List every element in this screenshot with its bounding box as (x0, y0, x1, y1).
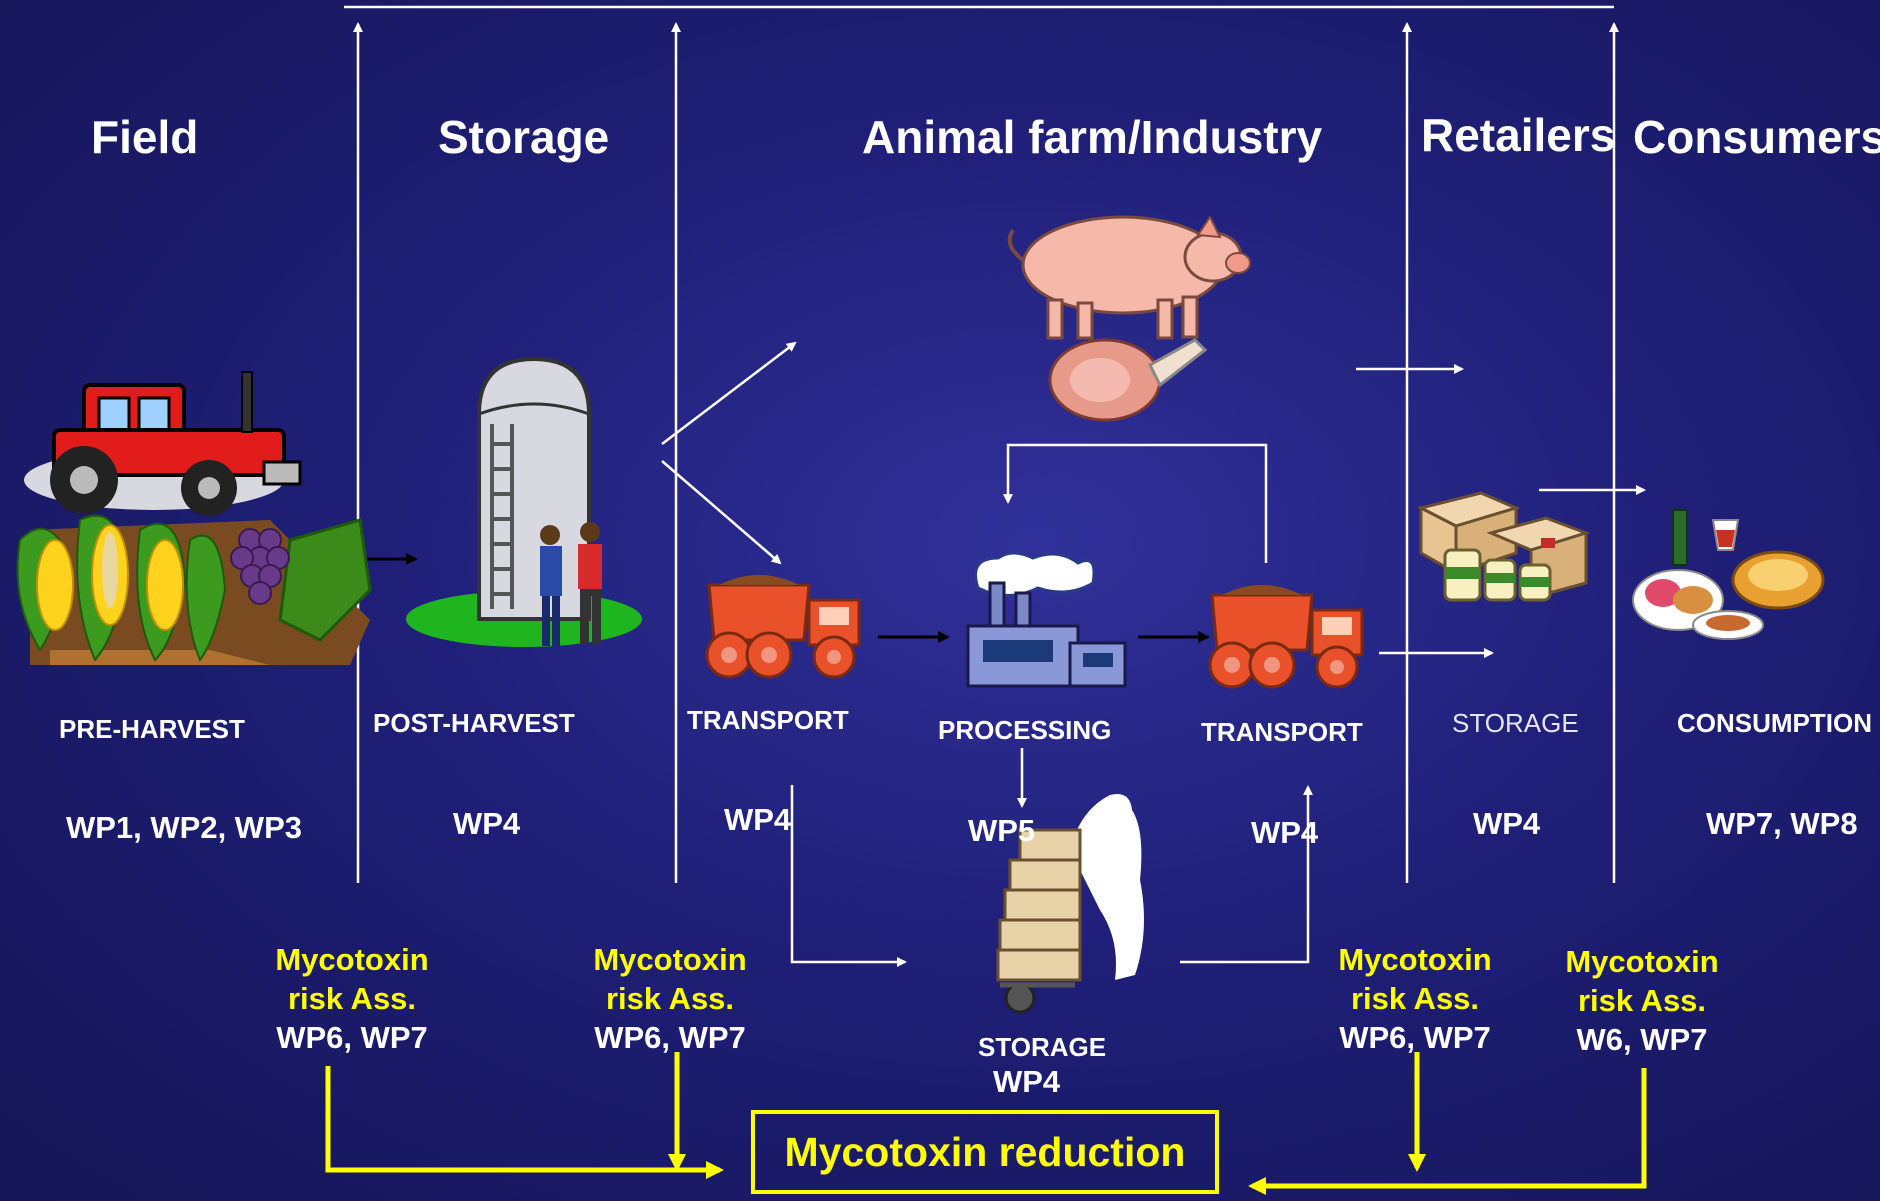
stage-processing: PROCESSING (938, 715, 1112, 745)
stage-pre-harvest: PRE-HARVEST (59, 714, 245, 744)
wp-transport-1: WP4 (724, 802, 792, 837)
arrow-storage-transport (1180, 785, 1313, 964)
wp-storage-industry: WP4 (993, 1064, 1061, 1099)
stage-storage-industry: STORAGE (978, 1032, 1107, 1062)
tractor-icon (24, 371, 302, 516)
risk-subtitle: risk Ass. (605, 981, 735, 1016)
pig-icon (1007, 215, 1251, 340)
header-consumers: Consumers (1633, 111, 1880, 163)
header-retailers: Retailers (1421, 109, 1616, 161)
header-animal-farm: Animal farm/Industry (862, 111, 1323, 163)
yellow-arrow-1 (325, 1066, 724, 1179)
dump-truck-icon (705, 575, 861, 679)
stage-transport-2: TRANSPORT (1201, 717, 1363, 747)
risk-title: Mycotoxin (275, 942, 429, 977)
arrow-storage-truck (661, 460, 782, 565)
ham-icon (1048, 338, 1208, 422)
risk-subtitle: risk Ass. (1577, 983, 1707, 1018)
cans-icon (1443, 548, 1552, 602)
mycotoxin-reduction-label: Mycotoxin reduction (784, 1128, 1186, 1175)
yellow-arrow-4 (1248, 1068, 1647, 1195)
wp-consumption: WP7, WP8 (1706, 806, 1858, 841)
wp-processing: WP5 (968, 813, 1036, 848)
wp-post-harvest: WP4 (453, 806, 521, 841)
risk-assessment-1: Mycotoxin risk Ass. WP6, WP7 (262, 940, 442, 1057)
risk-title: Mycotoxin (1565, 944, 1719, 979)
wp-storage-retail: WP4 (1473, 806, 1541, 841)
mycotoxin-reduction-box: Mycotoxin reduction (751, 1110, 1219, 1194)
stage-transport-1: TRANSPORT (687, 705, 849, 735)
risk-assessment-3: Mycotoxin risk Ass. WP6, WP7 (1325, 940, 1505, 1057)
stage-storage-retail: STORAGE (1452, 708, 1579, 738)
farmers-icon (540, 522, 602, 646)
wp-transport-2: WP4 (1251, 815, 1319, 850)
risk-wps: W6, WP7 (1576, 1022, 1708, 1057)
arrow-storage-farm (661, 341, 797, 445)
risk-assessment-4: Mycotoxin risk Ass. W6, WP7 (1552, 942, 1732, 1059)
risk-subtitle: risk Ass. (287, 981, 417, 1016)
delivery-man-icon (996, 794, 1144, 1014)
stage-post-harvest: POST-HARVEST (373, 708, 575, 738)
risk-assessment-2: Mycotoxin risk Ass. WP6, WP7 (580, 940, 760, 1057)
food-platter-icon (1632, 509, 1825, 640)
header-field: Field (91, 111, 199, 163)
wp-pre-harvest: WP1, WP2, WP3 (66, 810, 302, 845)
grapes-icon (230, 518, 372, 642)
risk-wps: WP6, WP7 (594, 1020, 746, 1055)
risk-title: Mycotoxin (1338, 942, 1492, 977)
risk-title: Mycotoxin (593, 942, 747, 977)
dump-truck-icon (1208, 585, 1364, 689)
stage-consumption: CONSUMPTION (1677, 708, 1872, 738)
risk-wps: WP6, WP7 (1339, 1020, 1491, 1055)
risk-subtitle: risk Ass. (1350, 981, 1480, 1016)
arrow-transport-storage (790, 785, 907, 967)
loop-truck-processing (1003, 443, 1268, 563)
factory-icon (966, 551, 1127, 688)
header-storage: Storage (438, 111, 610, 163)
corn-icon (16, 514, 370, 665)
risk-wps: WP6, WP7 (276, 1020, 428, 1055)
